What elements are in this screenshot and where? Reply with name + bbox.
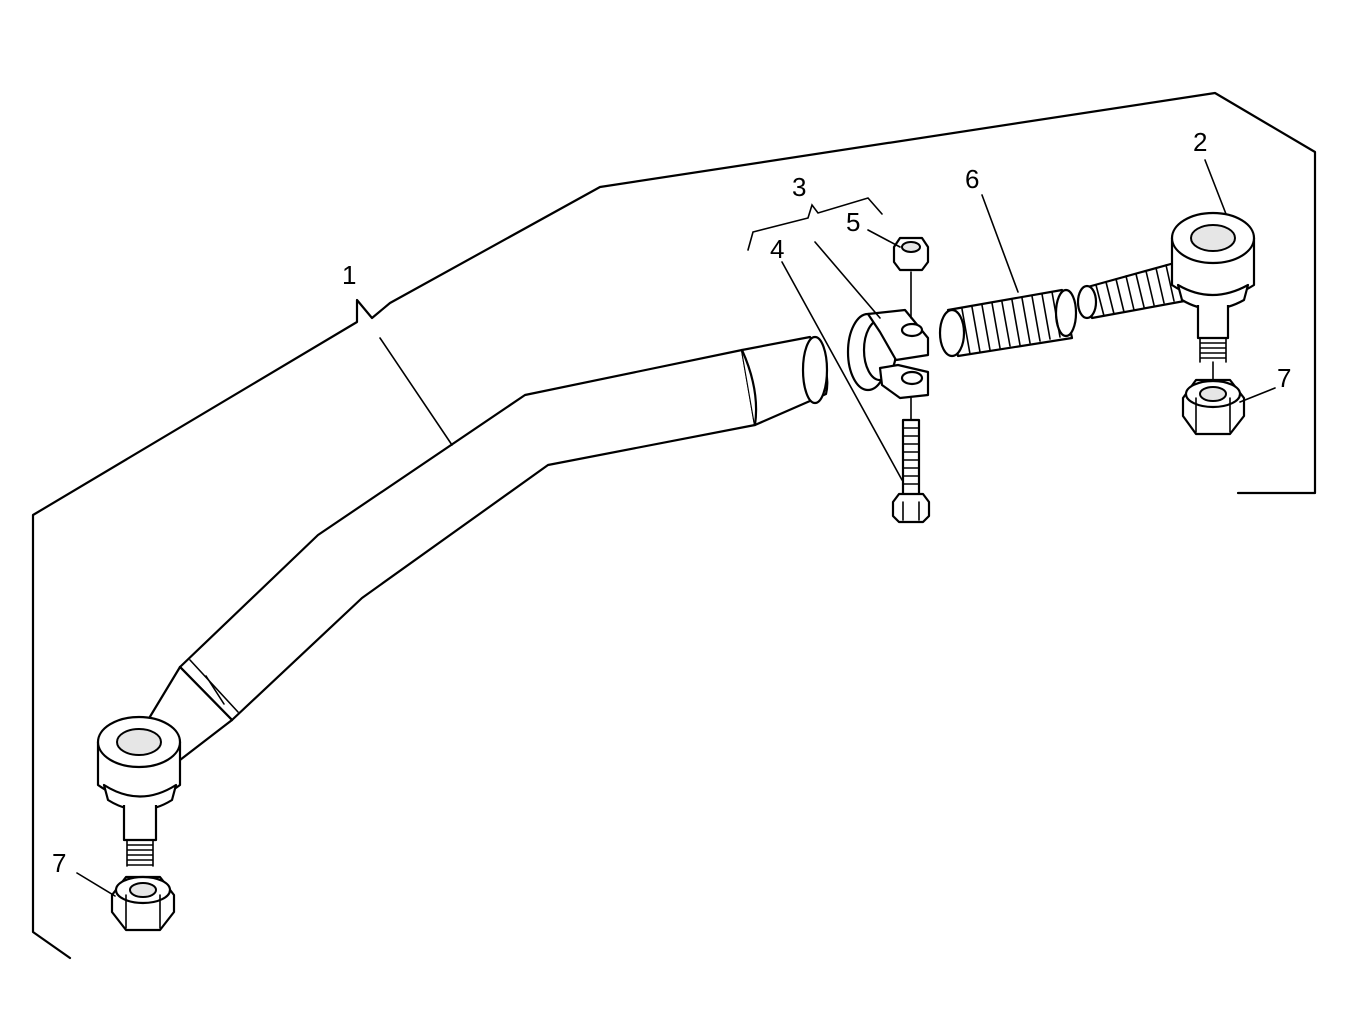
threaded-sleeve [938,288,1078,358]
right-nut [1181,378,1246,436]
right-ball-joint [1076,211,1256,381]
clamp-band [846,308,930,400]
leader-line-5 [867,229,901,248]
leader-line-6 [981,194,1019,293]
clamp-nut [892,236,930,319]
callout-6: 6 [965,164,979,194]
leader-line-4 [781,261,903,481]
left-ball-joint [96,715,182,867]
assembly-frame-outline [31,91,1317,960]
leader-line-3-clamp [814,241,881,319]
leader-line-7-left [76,872,116,897]
callout-2: 2 [1193,127,1207,157]
tie-rod-tube [146,335,829,762]
bracket-3 [747,197,883,251]
callout-3: 3 [792,172,806,202]
callout-5: 5 [846,207,860,237]
callout-7-left: 7 [52,848,66,878]
left-nut [110,875,176,932]
callout-1: 1 [342,260,356,290]
leader-line-7-right [1239,387,1276,403]
callout-4: 4 [770,234,784,264]
callout-7-right: 7 [1277,363,1291,393]
leader-line-2 [1204,159,1227,215]
clamp-bolt [891,397,931,524]
leader-line-1 [379,337,453,446]
